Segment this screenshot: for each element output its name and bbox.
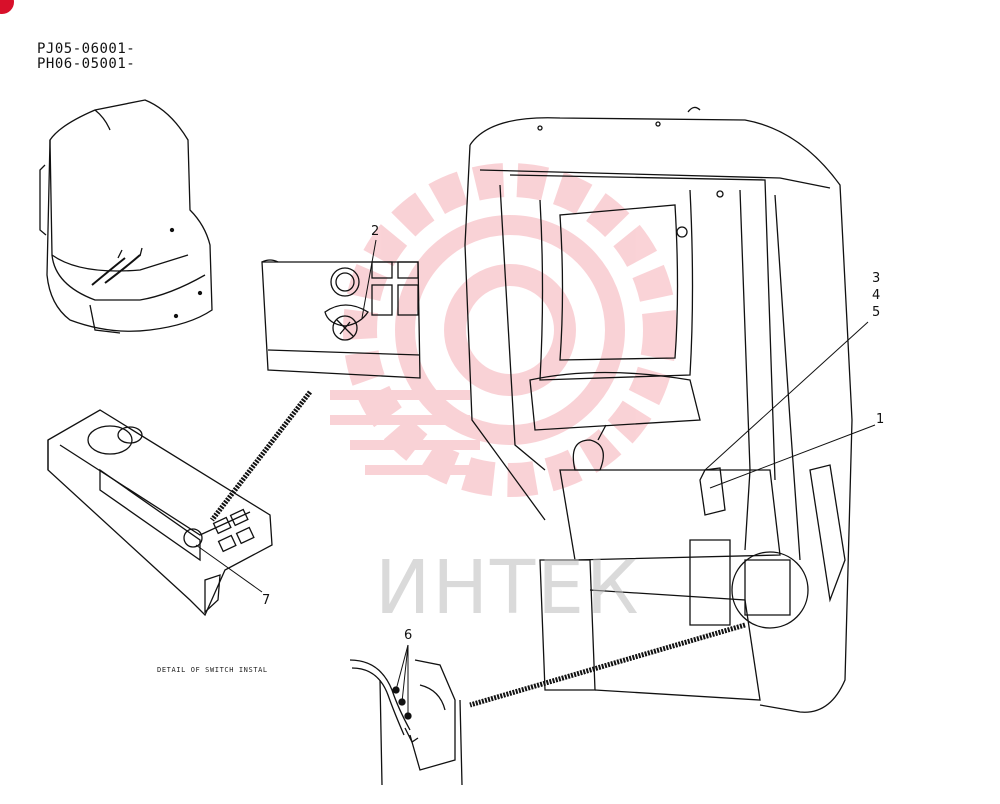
cab-interior-view — [464, 106, 853, 713]
callout-5: 5 — [872, 305, 881, 320]
console-assembly — [47, 409, 273, 617]
serial-range-1: PJ05-06001- — [37, 41, 136, 57]
callout-4: 4 — [872, 288, 881, 303]
watermark-logo — [330, 163, 677, 497]
watermark-text: ИНТЕК — [375, 545, 641, 631]
switch-panel-detail — [261, 259, 421, 379]
leader-3-4-5 — [704, 321, 869, 471]
leader-1 — [709, 424, 876, 489]
detail-pointer-lower — [469, 622, 746, 708]
harness-detail — [349, 659, 463, 786]
callout-7: 7 — [262, 593, 271, 608]
callout-6: 6 — [404, 628, 413, 643]
leader-7 — [195, 544, 263, 593]
callout-2: 2 — [371, 224, 380, 239]
detail-caption: DETAIL OF SWITCH INSTAL — [157, 666, 268, 674]
cab-exterior-view — [39, 99, 213, 334]
serial-range-2: PH06-05001- — [37, 56, 136, 72]
leader-2 — [361, 239, 377, 319]
callout-1: 1 — [876, 412, 885, 427]
detail-pointer-upper — [210, 390, 312, 522]
callout-3: 3 — [872, 271, 881, 286]
leader-6 — [395, 644, 409, 716]
